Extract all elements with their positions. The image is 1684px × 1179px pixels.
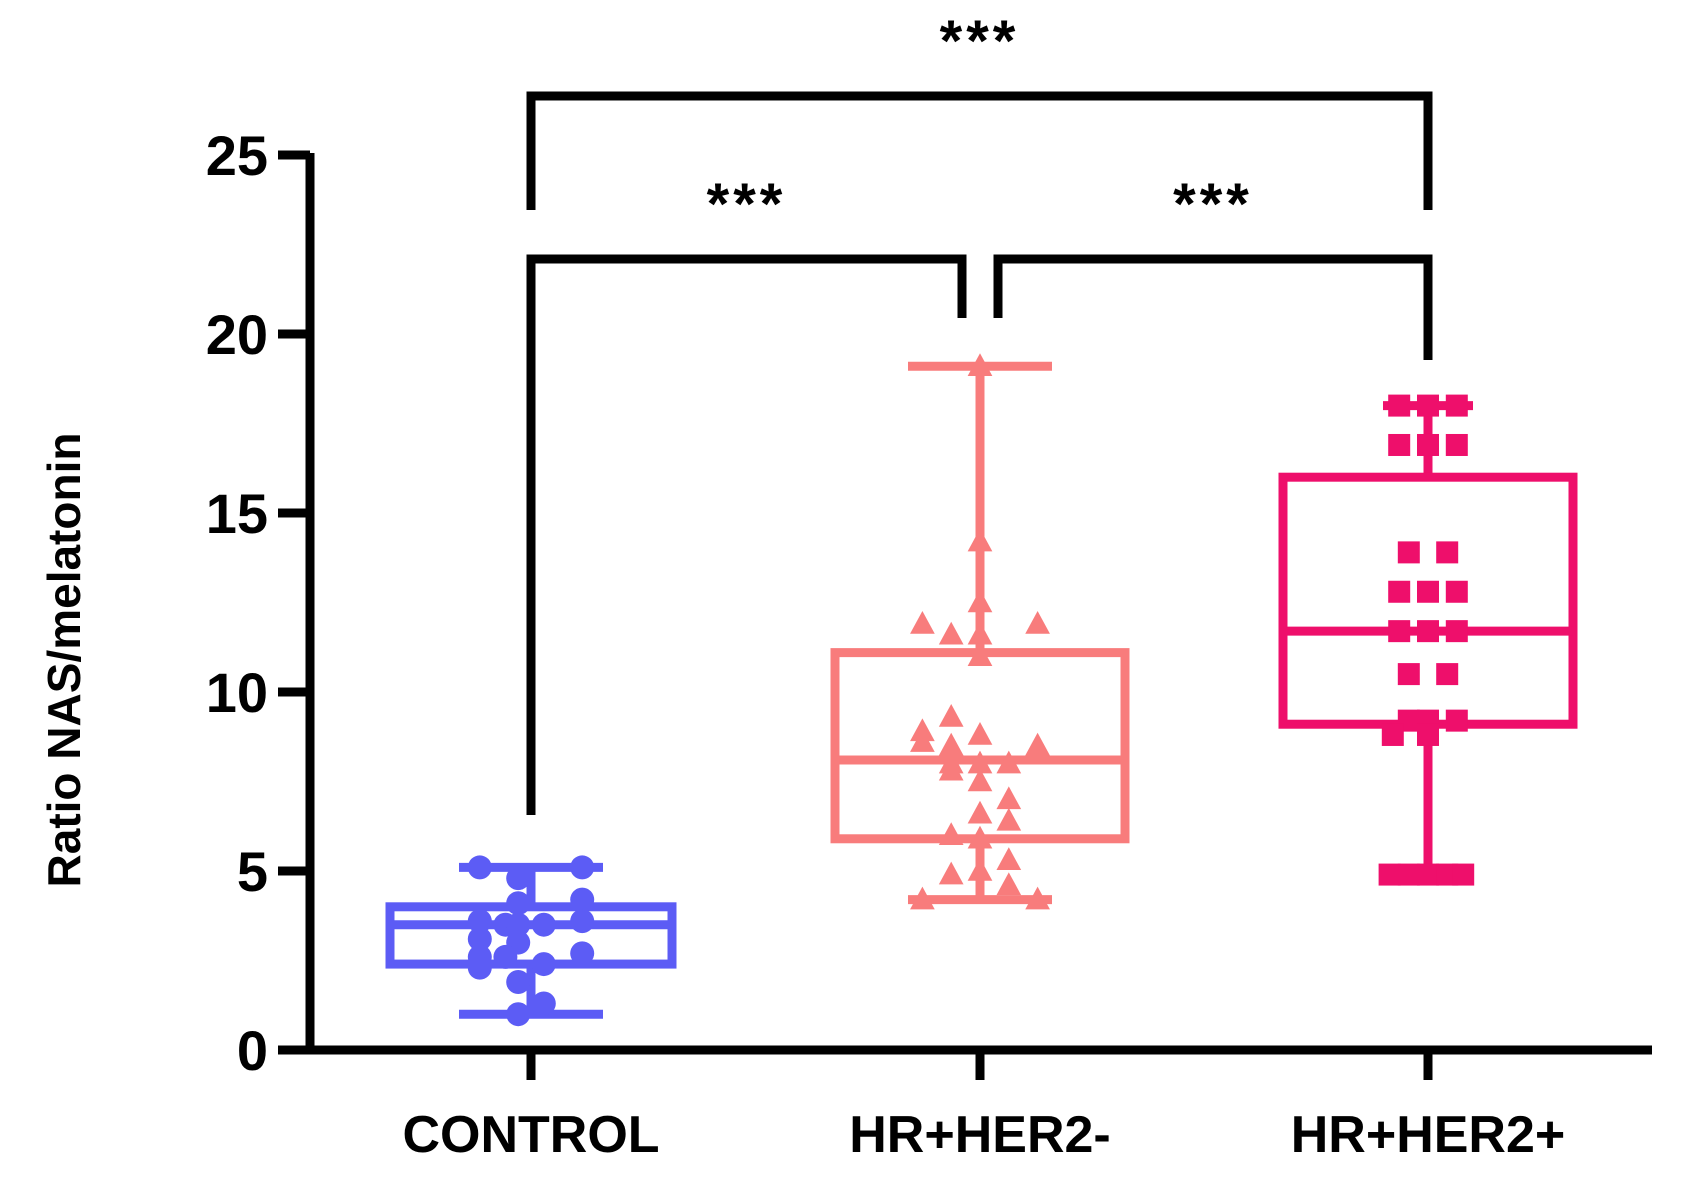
- data-point-square: [1417, 620, 1439, 643]
- data-point-circle: [467, 855, 492, 880]
- y-tick-label: 20: [206, 303, 268, 366]
- y-axis-title: Ratio NAS/melatonin: [38, 433, 90, 888]
- data-point-triangle: [967, 750, 993, 774]
- data-point-square: [1397, 663, 1420, 686]
- y-tick-label: 5: [237, 840, 268, 903]
- data-point-circle: [570, 887, 595, 912]
- data-point-circle: [467, 955, 492, 980]
- y-tick-label: 0: [237, 1019, 268, 1082]
- data-point-square: [1445, 580, 1468, 603]
- data-point-triangle: [967, 858, 993, 881]
- data-point-triangle: [1025, 610, 1050, 634]
- data-point-triangle: [967, 353, 993, 376]
- data-point-triangle: [938, 861, 964, 885]
- data-point-triangle: [910, 729, 935, 752]
- data-point-square: [1388, 620, 1411, 643]
- data-point-circle: [531, 991, 556, 1016]
- data-point-circle: [467, 927, 492, 952]
- data-point-circle: [531, 912, 556, 937]
- points-layer: [467, 353, 1475, 1027]
- bracket-line: [526, 91, 1433, 210]
- data-point-square: [1445, 709, 1468, 732]
- significance-bracket: ***: [993, 172, 1433, 360]
- x-category-label: HR+HER2+: [1291, 1106, 1566, 1164]
- data-point-triangle: [938, 822, 964, 845]
- box-group-CONTROL: [385, 862, 677, 1019]
- significance-bracket: ***: [526, 172, 967, 815]
- data-point-triangle: [967, 768, 993, 792]
- bracket-line: [993, 254, 1433, 360]
- data-point-square: [1445, 433, 1468, 456]
- data-point-triangle: [1025, 886, 1050, 910]
- significance-bracket: ***: [526, 9, 1433, 210]
- data-point-square: [1436, 663, 1459, 686]
- data-point-triangle: [910, 610, 935, 634]
- data-point-circle: [531, 952, 556, 977]
- data-point-triangle: [996, 786, 1022, 810]
- boxes-layer: [385, 361, 1578, 1019]
- data-point-circle: [506, 969, 531, 994]
- data-point-triangle: [996, 847, 1022, 871]
- data-point-triangle: [967, 800, 993, 824]
- x-ticks-layer: CONTROL HR+HER2- HR+HER2+: [402, 1050, 1565, 1164]
- box-iqr: [385, 902, 677, 969]
- data-point-square: [1445, 394, 1468, 417]
- significance-label: ***: [940, 9, 1020, 74]
- data-point-triangle: [938, 757, 964, 781]
- data-point-square: [1436, 541, 1459, 564]
- significance-label: ***: [1173, 172, 1253, 237]
- data-point-triangle: [967, 621, 993, 645]
- data-point-square: [1397, 541, 1420, 564]
- data-point-triangle: [996, 750, 1022, 774]
- data-point-triangle: [967, 721, 993, 745]
- data-point-circle: [506, 866, 531, 891]
- data-point-triangle: [1025, 732, 1050, 756]
- data-point-square: [1388, 580, 1411, 603]
- data-point-triangle: [967, 643, 993, 666]
- data-point-square: [1452, 863, 1475, 886]
- data-point-circle: [570, 855, 595, 880]
- x-category-label: CONTROL: [402, 1106, 659, 1164]
- data-point-circle: [493, 944, 518, 969]
- data-point-square: [1417, 580, 1439, 603]
- data-point-triangle: [910, 886, 935, 910]
- data-point-triangle: [938, 732, 964, 756]
- data-point-circle: [570, 909, 595, 934]
- y-tick-label: 10: [206, 661, 268, 724]
- data-point-square: [1417, 394, 1439, 417]
- x-category-label: HR+HER2-: [849, 1106, 1111, 1164]
- data-point-square: [1388, 394, 1411, 417]
- significance-label: ***: [707, 172, 787, 237]
- data-point-square: [1397, 863, 1420, 886]
- data-point-triangle: [967, 528, 993, 552]
- data-point-circle: [506, 912, 531, 937]
- data-point-triangle: [938, 621, 964, 645]
- data-point-square: [1417, 863, 1439, 886]
- data-point-triangle: [996, 872, 1022, 896]
- y-tick-label: 15: [206, 482, 268, 545]
- data-point-square: [1417, 433, 1439, 456]
- bracket-line: [526, 254, 967, 815]
- data-point-circle: [467, 909, 492, 934]
- data-point-square: [1388, 433, 1411, 456]
- y-tick-label: 25: [206, 124, 268, 187]
- data-point-square: [1417, 723, 1439, 746]
- data-point-triangle: [996, 807, 1022, 831]
- data-point-square: [1378, 863, 1401, 886]
- data-point-triangle: [967, 589, 993, 613]
- significance-brackets: *** *** ***: [526, 9, 1433, 815]
- data-point-circle: [570, 941, 595, 966]
- data-point-triangle: [938, 704, 964, 727]
- y-ticks-layer: 0 5 10 15 20 25: [206, 124, 310, 1082]
- data-point-triangle: [967, 825, 993, 849]
- data-point-circle: [506, 891, 531, 916]
- data-point-circle: [506, 1002, 531, 1027]
- data-point-square: [1445, 620, 1468, 643]
- data-point-square: [1381, 723, 1404, 746]
